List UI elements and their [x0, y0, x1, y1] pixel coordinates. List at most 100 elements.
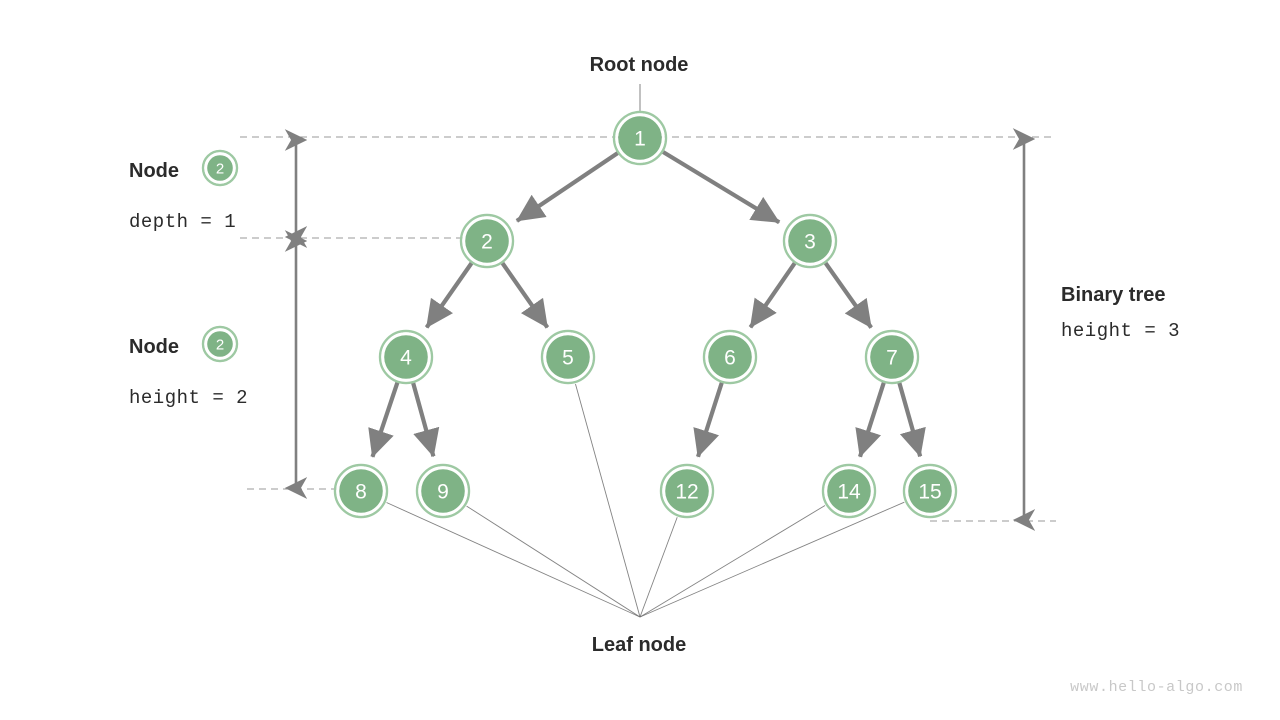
- tree-node-3-outer-ring: [782, 213, 838, 269]
- tree-node-4[interactable]: 4: [378, 329, 434, 385]
- tree-edge-n7-n14: [855, 382, 886, 458]
- leaf-leader-line: [639, 517, 678, 618]
- leaf-leader-lines-group: [386, 84, 905, 618]
- tree-node-14-outer-ring: [821, 463, 877, 519]
- leaf-leader-line: [466, 505, 641, 618]
- tree-node-5-fill: [546, 335, 590, 379]
- tree-node-15-label: 15: [918, 481, 941, 504]
- tree-node-2[interactable]: 2: [459, 213, 515, 269]
- node-height-annotation-title: Node: [129, 336, 179, 358]
- tree-edge-n4-n8: [368, 381, 400, 458]
- tree-node-4-fill: [384, 335, 428, 379]
- watermark-label: www.hello-algo.com: [1070, 679, 1243, 696]
- tree-node-14-fill: [827, 469, 871, 513]
- leaf-leader-line: [386, 502, 641, 618]
- tree-height-annotation-value: height = 3: [1061, 320, 1180, 342]
- tree-node-9[interactable]: 9: [415, 463, 471, 519]
- tree-node-12-outer-ring: [659, 463, 715, 519]
- tree-edge-n4-n9: [411, 382, 440, 458]
- tree-edge-n1-n3: [662, 150, 781, 225]
- tree-node-15-outer-ring: [902, 463, 958, 519]
- tree-node-15[interactable]: 15: [902, 463, 958, 519]
- tree-node-12[interactable]: 12: [659, 463, 715, 519]
- tree-node-2-outer-ring: [459, 213, 515, 269]
- tree-node-8[interactable]: 8: [333, 463, 389, 519]
- tree-node-8-fill: [339, 469, 383, 513]
- node-height-annotation-badge-label: 2: [216, 337, 224, 354]
- tree-node-1-label: 1: [634, 128, 646, 151]
- tree-node-15-fill: [908, 469, 952, 513]
- tree-node-9-gap-ring: [418, 466, 468, 516]
- tree-node-14[interactable]: 14: [821, 463, 877, 519]
- tree-edge-n1-n2: [515, 151, 619, 223]
- node-height-annotation-badge-outer-ring: [201, 325, 239, 363]
- tree-node-5-outer-ring: [540, 329, 596, 385]
- tree-node-7-gap-ring: [867, 332, 917, 382]
- tree-node-7-fill: [870, 335, 914, 379]
- tree-node-8-label: 8: [355, 481, 367, 504]
- tree-node-1-fill: [618, 116, 662, 160]
- leaf-leader-line: [639, 505, 826, 618]
- tree-edge-n2-n4: [424, 261, 474, 329]
- tree-node-6[interactable]: 6: [702, 329, 758, 385]
- tree-node-5[interactable]: 5: [540, 329, 596, 385]
- tree-node-7[interactable]: 7: [864, 329, 920, 385]
- tree-node-8-gap-ring: [336, 466, 386, 516]
- guide-lines-group: [240, 136, 1056, 522]
- tree-node-9-outer-ring: [415, 463, 471, 519]
- leaf-leader-line: [639, 501, 905, 618]
- tree-height-annotation-title: Binary tree: [1061, 284, 1166, 306]
- node-height-annotation-badge[interactable]: 2: [201, 325, 239, 363]
- depth-annotation-badge-gap-ring: [204, 152, 236, 184]
- depth-annotation-badge-label: 2: [216, 161, 224, 178]
- node-height-annotation-badge-fill: [207, 331, 233, 357]
- tree-node-12-gap-ring: [662, 466, 712, 516]
- leaf-leader-line: [575, 383, 641, 618]
- node-height-annotation-value: height = 2: [129, 387, 248, 409]
- tree-node-1-outer-ring: [612, 110, 668, 166]
- tree-node-2-fill: [465, 219, 509, 263]
- tree-node-3-label: 3: [804, 231, 816, 254]
- tree-node-3-fill: [788, 219, 832, 263]
- tree-node-14-label: 14: [837, 481, 861, 504]
- tree-node-9-label: 9: [437, 481, 449, 504]
- tree-node-14-gap-ring: [824, 466, 874, 516]
- tree-node-15-gap-ring: [905, 466, 955, 516]
- tree-node-5-gap-ring: [543, 332, 593, 382]
- tree-node-2-gap-ring: [462, 216, 512, 266]
- tree-node-8-outer-ring: [333, 463, 389, 519]
- tree-node-12-label: 12: [675, 481, 698, 504]
- tree-edges-group: [368, 150, 926, 458]
- node-height-annotation-badge-gap-ring: [204, 328, 236, 360]
- tree-edge-n3-n7: [823, 261, 873, 329]
- tree-node-9-fill: [421, 469, 465, 513]
- tree-node-4-gap-ring: [381, 332, 431, 382]
- depth-annotation-title: Node: [129, 160, 179, 182]
- tree-node-6-label: 6: [724, 347, 736, 370]
- tree-node-2-label: 2: [481, 231, 493, 254]
- tree-node-1-gap-ring: [615, 113, 665, 163]
- tree-node-4-label: 4: [400, 347, 412, 370]
- tree-node-3-gap-ring: [785, 216, 835, 266]
- tree-node-7-label: 7: [886, 347, 898, 370]
- tree-node-5-label: 5: [562, 347, 574, 370]
- root-node-label: Root node: [590, 54, 689, 76]
- tree-node-3[interactable]: 3: [782, 213, 838, 269]
- tree-node-7-outer-ring: [864, 329, 920, 385]
- tree-node-6-fill: [708, 335, 752, 379]
- depth-annotation-value: depth = 1: [129, 211, 236, 233]
- tree-node-6-outer-ring: [702, 329, 758, 385]
- depth-annotation-badge[interactable]: 2: [201, 149, 239, 187]
- tree-node-6-gap-ring: [705, 332, 755, 382]
- depth-annotation-badge-outer-ring: [201, 149, 239, 187]
- tree-node-1[interactable]: 1: [612, 110, 668, 166]
- tree-node-4-outer-ring: [378, 329, 434, 385]
- tree-edge-n3-n6: [748, 262, 797, 329]
- tree-edge-n6-n12: [693, 382, 724, 458]
- measurement-arrows-group: [284, 128, 1036, 531]
- tree-node-12-fill: [665, 469, 709, 513]
- leaf-node-label: Leaf node: [592, 634, 686, 656]
- tree-edge-n2-n5: [500, 261, 550, 329]
